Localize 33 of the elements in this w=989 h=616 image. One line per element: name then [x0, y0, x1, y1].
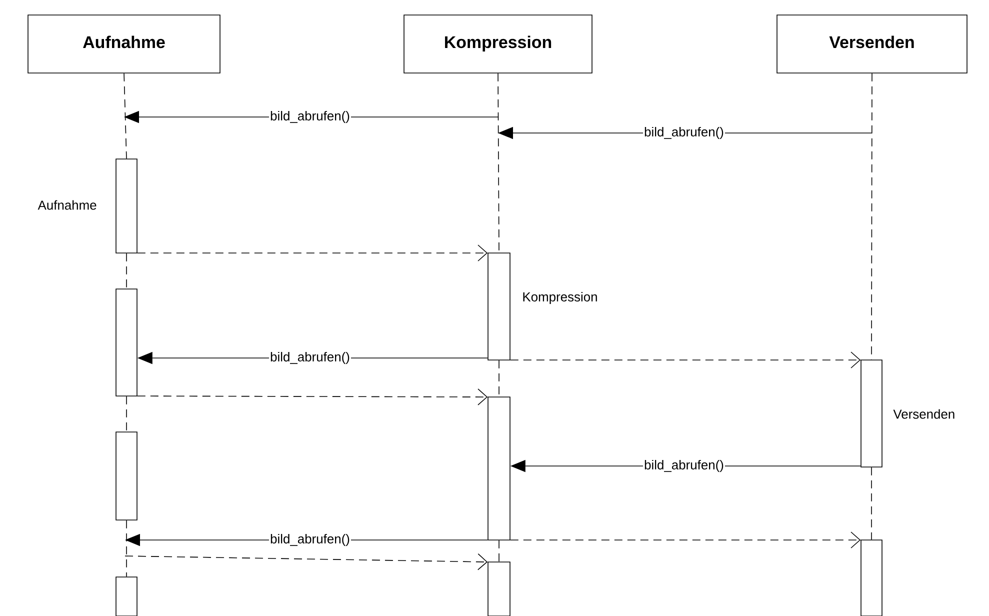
- activation-bar: [116, 432, 138, 520]
- edge-label: bild_abrufen(): [269, 532, 351, 548]
- lifeline: [498, 540, 500, 562]
- edge-label: bild_abrufen(): [269, 350, 351, 366]
- lifeline: [498, 360, 500, 397]
- participant-box: Versenden: [776, 14, 968, 74]
- participant-box: Kompression: [404, 14, 592, 74]
- activity-label: Versenden: [893, 409, 954, 419]
- lifeline: [126, 396, 127, 432]
- activity-label: Kompression: [523, 292, 597, 304]
- lifeline: [498, 73, 500, 253]
- activation-bar: [116, 288, 138, 396]
- activation-bar: [860, 360, 882, 468]
- edge-label: bild_abrufen(): [643, 126, 725, 140]
- message-arrow: [510, 352, 861, 368]
- edge-label: bild_abrufen(): [269, 110, 351, 124]
- activation-bar: [488, 562, 510, 616]
- participant-box: Aufnahme: [28, 14, 220, 74]
- activation-bar: [860, 540, 882, 616]
- activation-bar: [116, 576, 138, 616]
- activation-bar: [116, 158, 138, 254]
- activity-label: Aufnahme: [38, 200, 96, 210]
- lifeline: [871, 467, 872, 540]
- activation-bar: [488, 252, 510, 360]
- lifeline: [126, 520, 127, 577]
- message-arrow: [510, 532, 861, 548]
- lifeline: [126, 253, 127, 289]
- message-arrow: [124, 553, 488, 570]
- message-arrow: [137, 388, 488, 406]
- activation-bar: [488, 396, 510, 540]
- message-arrow: [137, 244, 488, 262]
- lifeline: [124, 73, 127, 159]
- edge-label: bild_abrufen(): [643, 458, 725, 474]
